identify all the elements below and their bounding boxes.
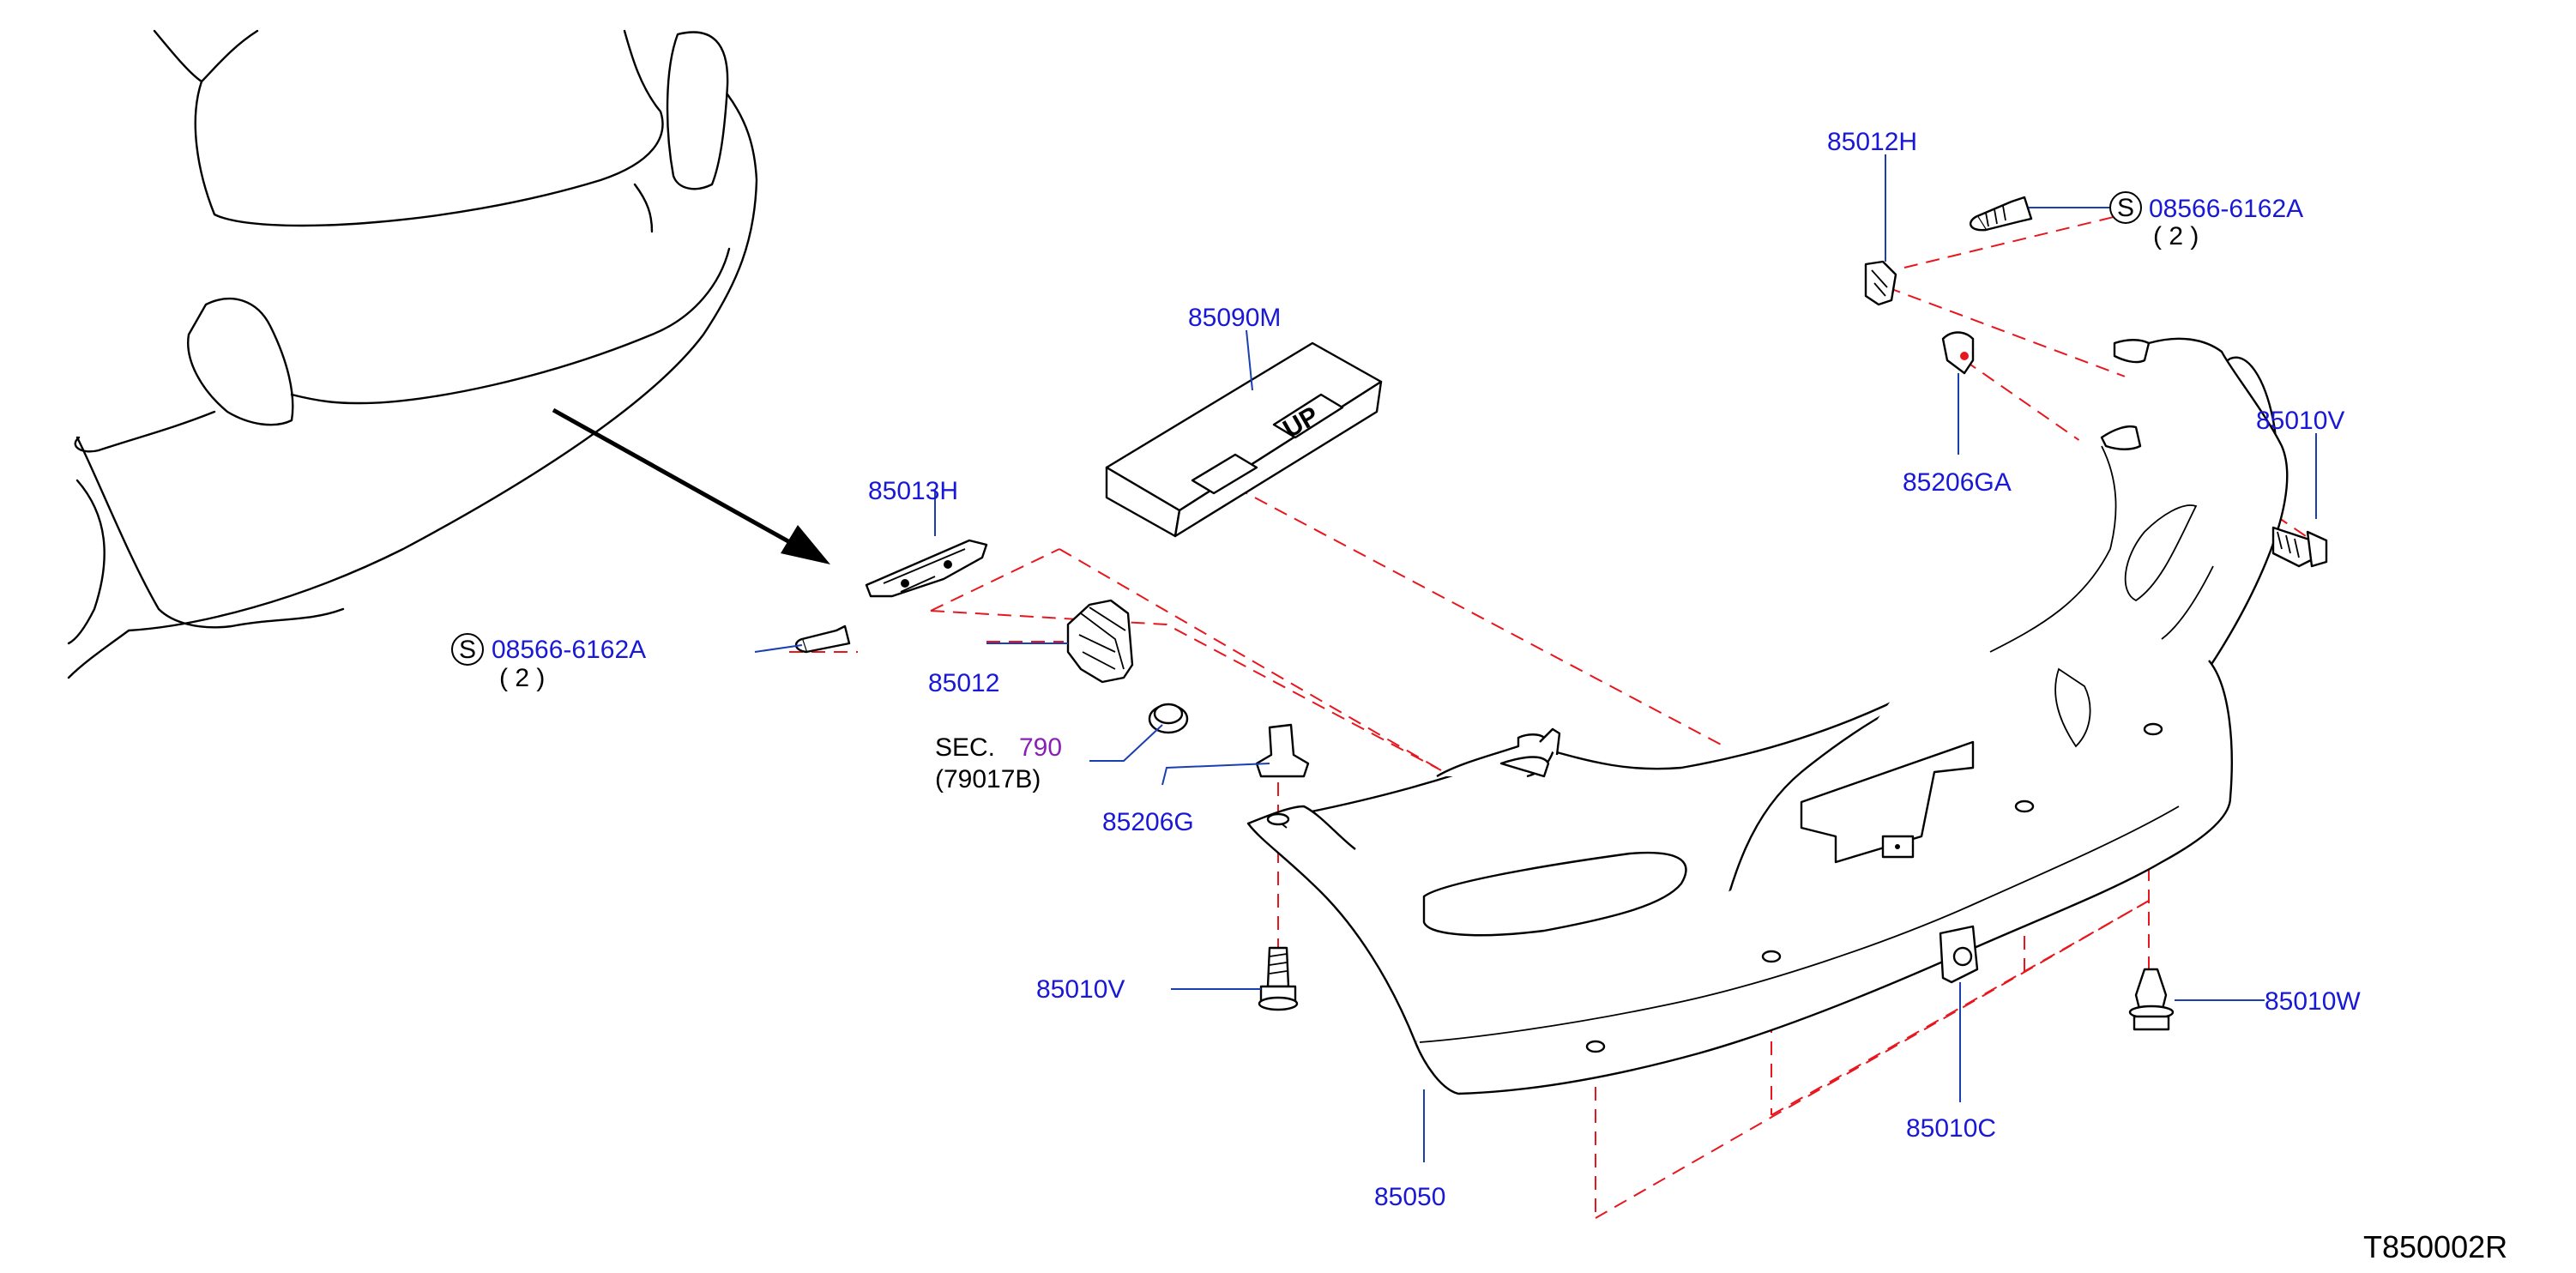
bolt-85010V-left <box>1258 946 1299 1011</box>
label-85206G: 85206G <box>1102 808 1194 836</box>
part-labels: 85012H 08566-6162A ( 2 ) 85090M 85013H 8… <box>492 128 2507 1264</box>
bumper-bracket-right-85012H <box>1864 260 1897 306</box>
label-qty-left: ( 2 ) <box>499 664 545 692</box>
diagram-code: T850002R <box>2363 1229 2507 1264</box>
vehicle-rear-outline <box>67 29 758 679</box>
label-85206GA: 85206GA <box>1903 468 2012 497</box>
s-symbol-right: S <box>2109 191 2142 224</box>
label-85090M: 85090M <box>1188 304 1281 332</box>
label-85012H: 85012H <box>1827 128 1917 156</box>
grommet-sec790 <box>1148 703 1189 734</box>
label-qty-right: ( 2 ) <box>2153 222 2199 250</box>
svg-text:S: S <box>459 636 476 664</box>
svg-text:S: S <box>2117 194 2134 222</box>
side-marker-lamp <box>1066 599 1134 684</box>
label-sec: SEC. <box>935 733 995 762</box>
label-08566-left: 08566-6162A <box>492 636 646 664</box>
label-85010V-right: 85010V <box>2256 407 2344 435</box>
label-85013H: 85013H <box>868 477 958 505</box>
label-08566-right: 08566-6162A <box>2149 195 2303 223</box>
clip-85206GA <box>1941 331 1975 375</box>
s-symbol-left: S <box>451 633 484 666</box>
energy-absorber-85090M: UP <box>1105 341 1383 538</box>
clip-85206G <box>1255 723 1310 778</box>
leader-lines <box>754 154 2317 1162</box>
clip-85010W <box>2128 968 2175 1031</box>
screw-left <box>794 624 851 654</box>
bumper-bracket-left-85013H <box>865 539 988 598</box>
bolt-85010V-right <box>2271 526 2328 568</box>
label-85010V-left: 85010V <box>1036 975 1125 1004</box>
direction-arrow <box>552 407 830 564</box>
screw-right <box>1969 196 2033 232</box>
label-sec-790[interactable]: 790 <box>1019 733 1062 762</box>
label-sec-ref: (79017B) <box>935 765 1041 793</box>
label-85010W: 85010W <box>2265 987 2361 1016</box>
label-85010C: 85010C <box>1906 1114 1996 1143</box>
rear-bumper-fascia <box>1246 337 2289 1095</box>
label-85050: 85050 <box>1374 1183 1445 1211</box>
label-85012-left: 85012 <box>928 669 999 697</box>
clip-85010C <box>1939 925 1979 984</box>
